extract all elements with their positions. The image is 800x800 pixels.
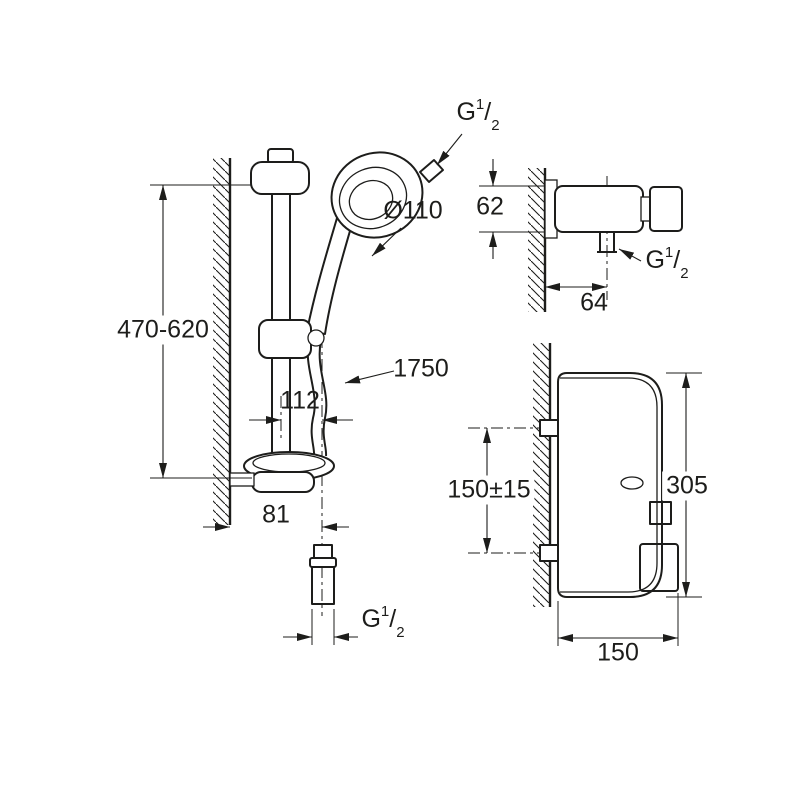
rail-slider	[258, 319, 312, 359]
leader-thread-outlet	[618, 248, 642, 262]
leader-head-diameter	[371, 227, 402, 257]
inlet-stub-top	[539, 419, 559, 437]
hand-shower-head-ring	[338, 166, 408, 230]
hand-shower-inlet	[419, 159, 444, 183]
thermostat-front-view	[468, 343, 702, 646]
thermostat-body-front	[557, 372, 663, 598]
hose-collar	[309, 557, 337, 568]
shower-rail-figure	[150, 133, 463, 645]
slider-clamp	[307, 329, 325, 347]
label-thread-bottom: G1/2	[361, 602, 405, 642]
temperature-knob-side	[649, 186, 683, 232]
rail-top-cap	[267, 148, 294, 164]
shower-hose	[306, 337, 316, 457]
shower-hose	[318, 339, 328, 457]
label-front-height: 305	[662, 471, 712, 501]
label-hose-offset: 112	[280, 386, 320, 415]
label-side-height: 62	[476, 192, 504, 221]
bottom-wall-bracket	[229, 472, 255, 487]
hose-nut	[313, 544, 333, 559]
thermostat-body-side	[554, 185, 644, 233]
wall-hatch	[213, 158, 230, 525]
label-height-range: 470-620	[113, 315, 213, 345]
side-knob-small	[649, 501, 672, 525]
label-outlet-offset: 64	[580, 288, 608, 317]
wall-hatch	[533, 343, 550, 607]
knob-neck	[640, 196, 651, 222]
leader-hose-length	[344, 370, 395, 384]
label-front-width: 150	[597, 638, 639, 667]
label-hose-length: 1750	[393, 354, 449, 383]
label-head-diameter: Ø110	[383, 196, 443, 225]
inlet-stub-bottom	[539, 544, 559, 562]
hand-shower-face	[348, 179, 394, 221]
thermostat-side-view	[479, 159, 683, 312]
hand-shower-handle	[306, 217, 353, 335]
label-wall-offset: 81	[262, 500, 290, 529]
volume-knob	[639, 543, 679, 592]
label-inlet-spacing: 150±15	[443, 475, 535, 505]
rail-bottom-mount	[251, 471, 315, 493]
wall-hatch	[528, 168, 545, 312]
indicator-slot	[620, 476, 644, 490]
label-thread-outlet: G1/2	[645, 243, 689, 283]
hose-end	[311, 566, 335, 605]
leader-thread-top	[436, 133, 463, 166]
rail-top-mount	[250, 161, 310, 195]
label-thread-top: G1/2	[456, 95, 500, 135]
